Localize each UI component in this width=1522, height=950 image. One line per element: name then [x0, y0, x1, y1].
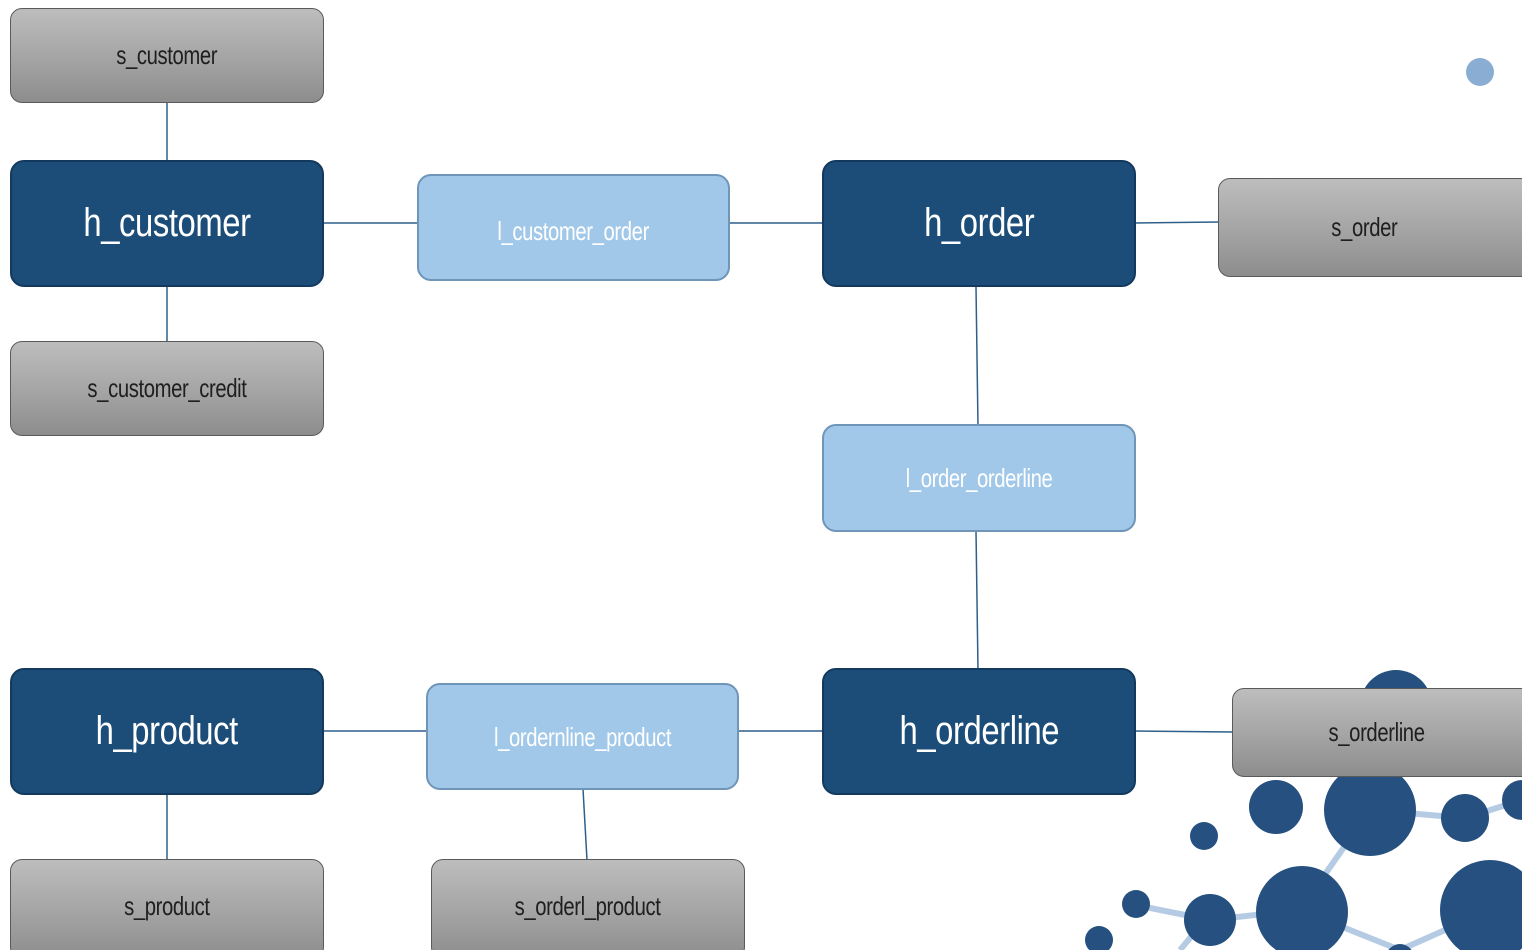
link-l-order-orderline: l_order_orderline	[822, 424, 1136, 532]
node-label: s_customer_credit	[87, 373, 247, 403]
node-label: s_orderline	[1328, 717, 1426, 747]
connector-line	[1134, 221, 1220, 224]
hub-h-product: h_product	[10, 668, 324, 795]
satellite-s-customer-credit: s_customer_credit	[10, 341, 324, 436]
satellite-s-product: s_product	[10, 859, 324, 950]
satellite-s-orderline: s_orderline	[1232, 688, 1522, 777]
node-label: h_customer	[83, 201, 251, 245]
hub-h-customer: h_customer	[10, 160, 324, 287]
molecule-node	[1249, 780, 1303, 834]
satellite-s-customer: s_customer	[10, 8, 324, 103]
molecule-node	[1441, 794, 1489, 842]
molecule-node	[1440, 860, 1522, 950]
node-label: l_order_orderline	[905, 462, 1053, 493]
molecule-node	[1324, 764, 1416, 856]
molecule-node	[1502, 780, 1522, 820]
hub-h-order: h_order	[822, 160, 1136, 287]
connector-line	[975, 286, 979, 427]
molecule-node	[1388, 944, 1412, 950]
node-label: s_product	[124, 890, 210, 921]
node-label: h_orderline	[899, 709, 1059, 753]
molecule-node	[1184, 894, 1236, 946]
connector-line	[975, 530, 979, 671]
molecule-node	[1085, 926, 1113, 950]
satellite-s-order: s_order	[1218, 178, 1522, 277]
molecule-node	[1256, 866, 1348, 950]
hub-h-orderline: h_orderline	[822, 668, 1136, 795]
node-label: l_ordernline_product	[493, 722, 672, 752]
link-l-ordernline-product: l_ordernline_product	[426, 683, 739, 790]
node-label: s_orderl_product	[515, 890, 661, 921]
node-label: s_customer	[116, 40, 218, 70]
molecule-node	[1122, 890, 1150, 918]
node-label: h_product	[95, 709, 239, 753]
molecule-node	[1190, 822, 1218, 850]
satellite-s-orderl-product: s_orderl_product	[431, 859, 745, 950]
connector-line	[1134, 730, 1234, 733]
connector-line	[582, 788, 588, 861]
decoration-dot	[1466, 58, 1494, 86]
node-label: l_customer_order	[497, 216, 650, 246]
node-label: s_order	[1330, 212, 1398, 242]
node-label: h_order	[923, 201, 1035, 245]
link-l-customer-order: l_customer_order	[417, 174, 730, 281]
